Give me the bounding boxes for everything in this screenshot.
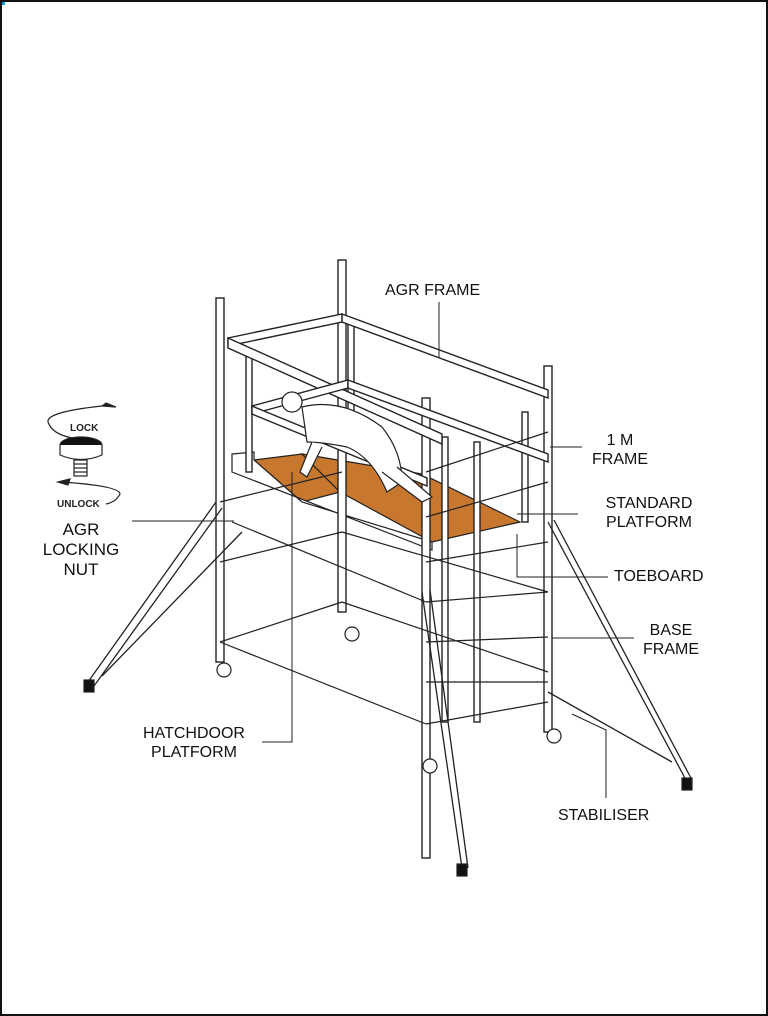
label-stabiliser: STABILISER: [558, 807, 650, 824]
label-hatchdoor-platform-line2: PLATFORM: [151, 744, 237, 761]
label-agr-locking-nut: AGR LOCKING NUT: [36, 520, 126, 580]
standard-platform-deck: [300, 453, 522, 543]
label-standard-platform-line1: STANDARD: [605, 495, 693, 512]
stabilisers: [87, 501, 693, 869]
leader-lines: [132, 302, 634, 798]
label-standard-platform-line2: PLATFORM: [606, 514, 692, 531]
uprights: [215, 259, 553, 859]
castor-wheels: [216, 626, 562, 774]
locking-nut-icon: [47, 402, 121, 505]
label-standard-platform: STANDARD PLATFORM: [596, 494, 702, 532]
label-1m-frame-line2: FRAME: [592, 451, 648, 468]
worker-figure: [281, 391, 434, 503]
label-agr-locking-nut-line1: AGR: [62, 520, 100, 539]
label-agr-locking-nut-line2: LOCKING: [42, 540, 120, 559]
label-1m-frame: 1 M FRAME: [585, 431, 655, 469]
agr-frame-rails: [227, 312, 549, 488]
label-agr-frame: AGR FRAME: [385, 282, 481, 299]
unlock-label: UNLOCK: [57, 499, 100, 510]
lock-label: LOCK: [70, 423, 99, 434]
feet: [83, 679, 693, 877]
label-base-frame-line2: FRAME: [643, 641, 699, 658]
label-agr-locking-nut-line3: NUT: [63, 560, 99, 579]
corner-marker: [2, 2, 5, 5]
label-toeboard: TOEBOARD: [614, 568, 704, 585]
label-hatchdoor-platform: HATCHDOOR PLATFORM: [130, 724, 258, 762]
label-base-frame: BASE FRAME: [638, 621, 704, 659]
label-base-frame-line1: BASE: [649, 622, 693, 639]
label-hatchdoor-platform-line1: HATCHDOOR: [143, 725, 245, 742]
label-1m-frame-line1: 1 M: [606, 432, 634, 449]
frame-rungs: [219, 431, 549, 725]
